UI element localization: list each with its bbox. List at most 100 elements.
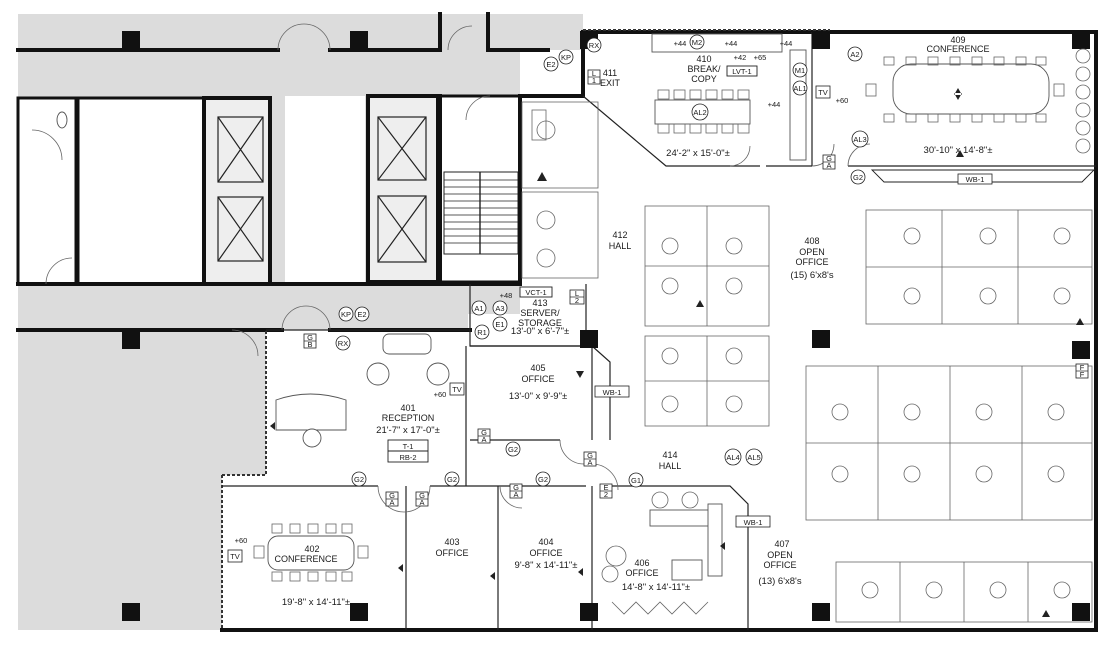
room-402-dim: 19'-8" x 14'-11"± (282, 597, 350, 608)
height-44-a: +44 (674, 39, 687, 48)
tag-e2-top: E2 (546, 60, 555, 69)
room-405-name: OFFICE (522, 374, 555, 384)
room-407-line1: OPEN (767, 550, 793, 560)
door-tag-413-2: 2 (575, 296, 579, 305)
door-tag-402-g: G (389, 491, 395, 500)
tag-al5: AL5 (747, 453, 760, 462)
data-outlet-symbols (270, 150, 1084, 617)
tag-g2-a: G2 (354, 475, 364, 484)
height-60-409: +60 (836, 96, 849, 105)
door-tag-402-a: A (389, 498, 394, 507)
room-413-line1: SERVER/ (520, 308, 560, 318)
door-tag-404-g: G (513, 483, 519, 492)
door-tag-411-l: L (592, 69, 596, 78)
door-tag-entry-b: B (307, 340, 312, 349)
room-403-name: OFFICE (436, 548, 469, 558)
tag-a2: A2 (850, 50, 859, 59)
office-406-furniture (601, 491, 723, 615)
room-401-dim: 21'-7" x 17'-0"± (376, 425, 440, 436)
height-60-402: +60 (235, 536, 248, 545)
room-406-dim: 14'-8" x 14'-11"± (622, 582, 690, 593)
equipment-tags: E2 KP RX M2 M1 AL1 AL2 A2 AL3 G2 A1 A3 E… (335, 34, 869, 488)
room-407-number: 407 (774, 539, 789, 549)
tag-a3: A3 (495, 304, 504, 313)
room-403-number: 403 (444, 537, 459, 547)
height-65: +65 (754, 53, 767, 62)
tag-g1: G1 (631, 476, 641, 485)
room-404-name: OFFICE (530, 548, 563, 558)
room-408-line1: OPEN (799, 247, 825, 257)
tv-tag-401: TV (452, 385, 462, 394)
stair (443, 171, 519, 255)
door-tag-411-3: 1 (592, 76, 596, 85)
height-44-b: +44 (725, 39, 738, 48)
door-tag-exit-f2: F (1080, 370, 1085, 379)
tag-rx-top: RX (589, 41, 599, 50)
door-tag-406-e: E (603, 483, 608, 492)
room-404-dim: 9'-8" x 14'-11"± (515, 560, 578, 571)
door-tag-403-a: A (419, 498, 424, 507)
room-410-number: 410 (696, 54, 711, 64)
tag-kp-top: KP (561, 53, 571, 62)
room-413-dim: 13'-0" x 6'-7"± (511, 326, 569, 337)
room-410-line2: COPY (691, 74, 717, 84)
tag-g2-409: G2 (853, 173, 863, 182)
height-60-401: +60 (434, 390, 447, 399)
elevator-cars (217, 116, 427, 263)
structural-columns (122, 31, 1090, 621)
reception-furniture (275, 333, 450, 448)
room-401-number: 401 (400, 403, 415, 413)
tv-tag-409: TV (818, 88, 828, 97)
tag-e1: E1 (495, 320, 504, 329)
tag-g2-b: G2 (447, 475, 457, 484)
tv-tags: TV TV TV (227, 85, 831, 563)
tag-al4: AL4 (726, 453, 739, 462)
wb1-tag-405: WB-1 (603, 388, 622, 397)
conference-table-402 (253, 523, 369, 582)
tag-al3: AL3 (853, 135, 866, 144)
wb1-tag-406: WB-1 (744, 518, 763, 527)
room-404-number: 404 (538, 537, 553, 547)
tag-al2: AL2 (693, 108, 706, 117)
tag-e2-recep: E2 (357, 310, 366, 319)
door-tag-entry-g: G (307, 333, 313, 342)
room-407-line2: OFFICE (764, 560, 797, 570)
room-414-number: 414 (662, 450, 677, 460)
room-410-dim: 24'-2" x 15'-0"± (666, 148, 730, 159)
room-401-name: RECEPTION (382, 413, 435, 423)
tag-rx-recep: RX (338, 339, 348, 348)
workstations-412 (521, 101, 599, 279)
open-office-408-clusters (644, 205, 1093, 623)
height-44-d: +44 (768, 100, 781, 109)
room-402-number: 402 (304, 544, 319, 554)
room-411-name: EXIT (600, 78, 621, 88)
door-tag-405-a: A (481, 435, 486, 444)
door-tag-403-g: G (419, 491, 425, 500)
room-405-dim: 13'-0" x 9'-9"± (509, 391, 567, 402)
room-414-name: HALL (659, 461, 682, 471)
room-410-line1: BREAK/ (687, 64, 721, 74)
door-tag-exit-f1: F (1080, 363, 1085, 372)
room-401-finish-2: RB-2 (399, 453, 416, 462)
height-callouts: +44 +44 +44 +42 +65 +44 +60 +48 +60 +60 (235, 39, 849, 545)
door-tag-409-a: A (826, 161, 831, 170)
room-408-line2: OFFICE (796, 257, 829, 267)
break-tables-410 (651, 33, 807, 161)
room-402-name: CONFERENCE (274, 554, 337, 564)
tag-r1: R1 (477, 328, 487, 337)
tag-a1: A1 (474, 304, 483, 313)
room-413-finish: VCT-1 (525, 288, 546, 297)
room-406-number: 406 (634, 558, 649, 568)
room-408-number: 408 (804, 236, 819, 246)
tag-g2-d: G2 (538, 475, 548, 484)
door-tag-409-g: G (826, 154, 832, 163)
room-409-name: CONFERENCE (926, 44, 989, 54)
room-405-number: 405 (530, 363, 545, 373)
room-412-number: 412 (612, 230, 627, 240)
door-tag-414-g: G (587, 451, 593, 460)
room-407-note: (13) 6'x8's (758, 576, 801, 587)
room-413-line2: STORAGE (518, 318, 562, 328)
door-tag-414-a: A (587, 458, 592, 467)
room-412-name: HALL (609, 241, 632, 251)
room-401-finish-1: T-1 (403, 442, 414, 451)
